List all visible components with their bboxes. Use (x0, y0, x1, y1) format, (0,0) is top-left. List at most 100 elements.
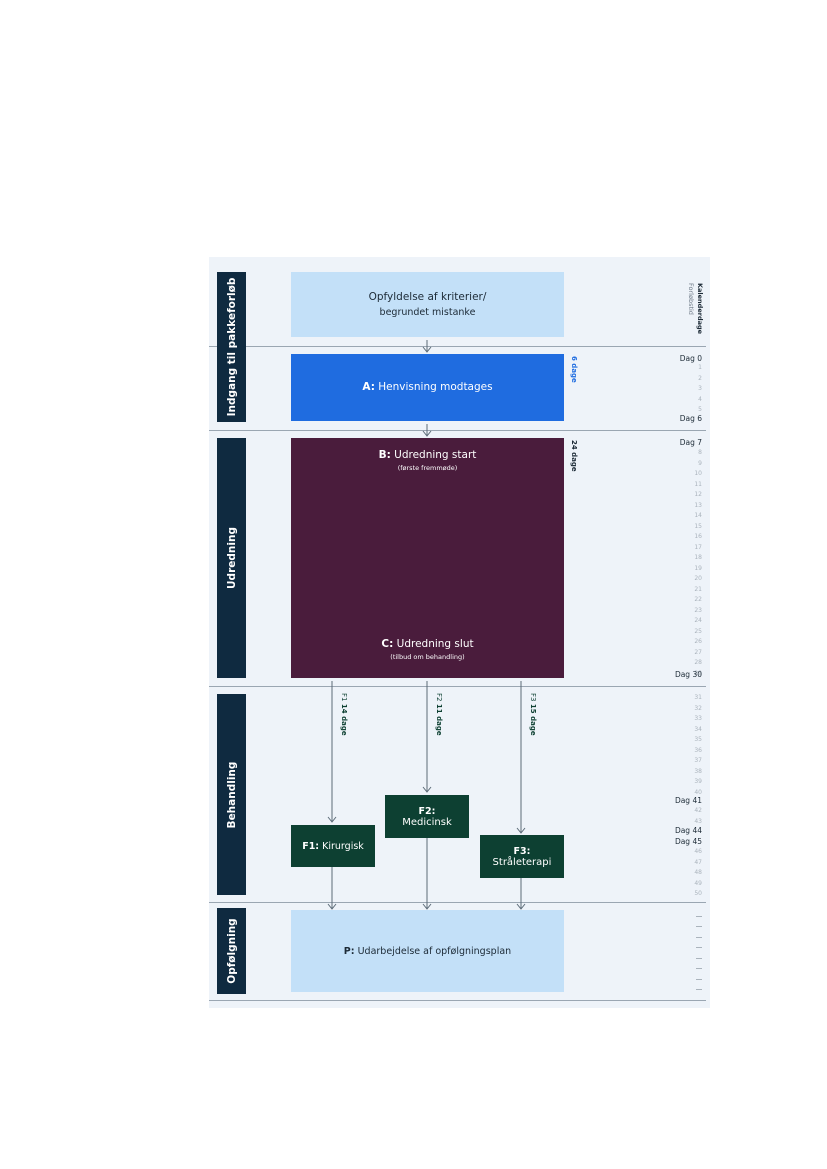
end-key: C: (381, 638, 394, 650)
f1-label: Kirurgisk (322, 840, 364, 852)
criteria-line1: Opfyldelse af kriterier/ (368, 290, 487, 303)
f1-surgical-box: F1: Kirurgisk (291, 825, 375, 867)
start-label: Udredning start (394, 449, 477, 461)
phase-treatment: Behandling (217, 694, 246, 895)
tick: 28 (694, 659, 702, 666)
tick: 10 (694, 470, 702, 477)
start-key: B: (378, 449, 391, 461)
tick: 2 (698, 374, 702, 382)
tick: 22 (694, 596, 702, 603)
tick: 37 (694, 757, 702, 764)
tick: 31 (694, 694, 702, 701)
tick: 43 (694, 817, 702, 825)
referral-box: A: Henvisning modtages (291, 354, 564, 421)
dash-mark (696, 916, 702, 917)
day-label: Dag 30 (674, 670, 702, 679)
timeline-header-1: Forløbstid (687, 283, 695, 315)
tick: 33 (694, 715, 702, 722)
tick: 19 (694, 564, 702, 572)
tick: 26 (694, 638, 702, 645)
separator (209, 346, 706, 347)
pathway-diagram: Indgang til pakkeforløb Udredning Behand… (209, 257, 710, 1008)
followup-plan-box: P: Udarbejdelse af opfølgningsplan (291, 910, 564, 992)
day-label: Dag 0 (679, 354, 702, 363)
end-sub: (tilbud om behandling) (390, 653, 465, 661)
tick: 27 (694, 648, 702, 656)
tick: 49 (694, 879, 702, 887)
day-label: Dag 6 (679, 414, 702, 423)
phase-entry: Indgang til pakkeforløb (217, 272, 246, 422)
f2-label: Medicinsk (402, 816, 452, 828)
dash-mark (696, 947, 702, 948)
tick: 34 (694, 725, 702, 733)
tick: 3 (698, 385, 702, 392)
start-sub: (første fremmøde) (397, 464, 458, 472)
tick: 35 (694, 736, 702, 743)
dash-mark (696, 968, 702, 969)
tick: 21 (694, 585, 702, 593)
referral-label: Henvisning modtages (378, 381, 493, 393)
tick: 8 (698, 449, 702, 456)
day-label: Dag 44 (674, 826, 702, 835)
phase-investigation: Udredning (217, 438, 246, 678)
tick: 20 (694, 575, 702, 582)
tick: 32 (694, 704, 702, 712)
separator (209, 902, 706, 903)
dash-mark (696, 989, 702, 990)
separator (209, 686, 706, 687)
tick: 46 (694, 848, 702, 855)
tick: 36 (694, 746, 702, 754)
tick: 12 (694, 491, 702, 498)
f3-label: Stråleterapi (492, 856, 552, 868)
tick: 25 (694, 627, 702, 635)
tick: 39 (694, 778, 702, 785)
dash-mark (696, 926, 702, 927)
tick: 15 (694, 522, 702, 530)
tick: 13 (694, 501, 702, 509)
criteria-line2: begrundet mistanke (379, 306, 476, 318)
tick: 17 (694, 543, 702, 551)
tick: 14 (694, 512, 702, 519)
dash-mark (696, 958, 702, 959)
investigation-end: C: Udredning slut (tilbud om behandling) (291, 637, 564, 662)
timeline-header-2: Kalenderdage (696, 283, 704, 335)
connectors (327, 340, 526, 910)
tick: 42 (694, 807, 702, 814)
referral-key: A: (362, 381, 375, 393)
tick: 16 (694, 533, 702, 540)
day-ticks-c: 31 32 33 34 35 36 37 38 39 40 (694, 693, 702, 798)
separator (209, 430, 706, 431)
tick: 24 (694, 617, 702, 624)
criteria-box: Opfyldelse af kriterier/ begrundet mista… (291, 272, 564, 337)
day-label: Dag 7 (679, 438, 702, 447)
day-label: Dag 41 (674, 796, 702, 805)
separator (209, 1000, 706, 1001)
tick: 9 (698, 459, 702, 467)
f2-key: F2: (418, 805, 436, 817)
investigation-start: B: Udredning start (første fremmøde) (291, 448, 564, 473)
end-label: Udredning slut (396, 638, 474, 650)
day-ticks-e: 46 47 48 49 50 (694, 847, 702, 900)
tick: 40 (694, 788, 702, 796)
f3-key: F3: (513, 845, 531, 857)
f2-medical-box: F2: Medicinsk (385, 795, 469, 838)
tick: 11 (694, 480, 702, 488)
day-ticks-b: 8 9 10 11 12 13 14 15 16 17 18 19 20 21 … (694, 448, 702, 679)
tick: 1 (698, 364, 702, 371)
tick: 29 (694, 669, 702, 677)
f1-key: F1: (302, 840, 320, 852)
tick: 48 (694, 869, 702, 876)
day-ticks-a: 1 2 3 4 5 (698, 363, 702, 416)
p-key: P: (343, 945, 355, 957)
tick: 23 (694, 606, 702, 614)
day-ticks-d: 42 43 (694, 806, 702, 827)
day-label: Dag 45 (674, 837, 702, 846)
tick: 38 (694, 767, 702, 775)
tick: 4 (698, 395, 702, 403)
p-label: Udarbejdelse af opfølgningsplan (357, 945, 512, 957)
phase-followup: Opfølgning (217, 908, 246, 994)
dash-mark (696, 937, 702, 938)
dash-mark (696, 979, 702, 980)
investigation-box: B: Udredning start (første fremmøde) C: … (291, 438, 564, 678)
tick: 50 (694, 890, 702, 897)
